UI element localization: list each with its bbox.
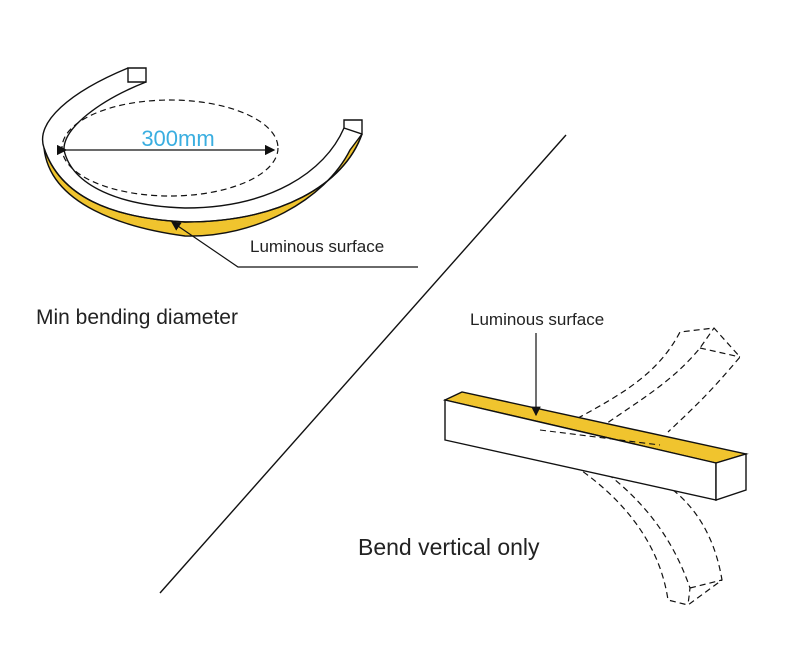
- strip-outer-top-edge: [41, 67, 363, 223]
- left-panel: 300mm Luminous surface Min bending diame…: [36, 67, 418, 329]
- right-luminous-surface-label: Luminous surface: [470, 310, 604, 329]
- bend-down-ghost-outline: [574, 465, 723, 606]
- left-caption: Min bending diameter: [36, 306, 238, 329]
- bend-up-ghost-outline: [559, 327, 741, 433]
- strip-end-cap-right: [343, 119, 363, 135]
- right-caption: Bend vertical only: [358, 534, 540, 560]
- left-luminous-surface-label: Luminous surface: [250, 237, 384, 256]
- bar-end-face: [715, 453, 747, 501]
- bar-hidden-bend-line: [539, 429, 661, 446]
- strip-inner-top-edge: [63, 81, 345, 209]
- left-luminous-leader: [171, 221, 418, 268]
- panel-divider-line: [159, 134, 567, 594]
- right-panel: Luminous surface Bend vertical only: [358, 310, 749, 606]
- diameter-label: 300mm: [141, 126, 214, 151]
- strip-end-cap-left: [127, 67, 147, 83]
